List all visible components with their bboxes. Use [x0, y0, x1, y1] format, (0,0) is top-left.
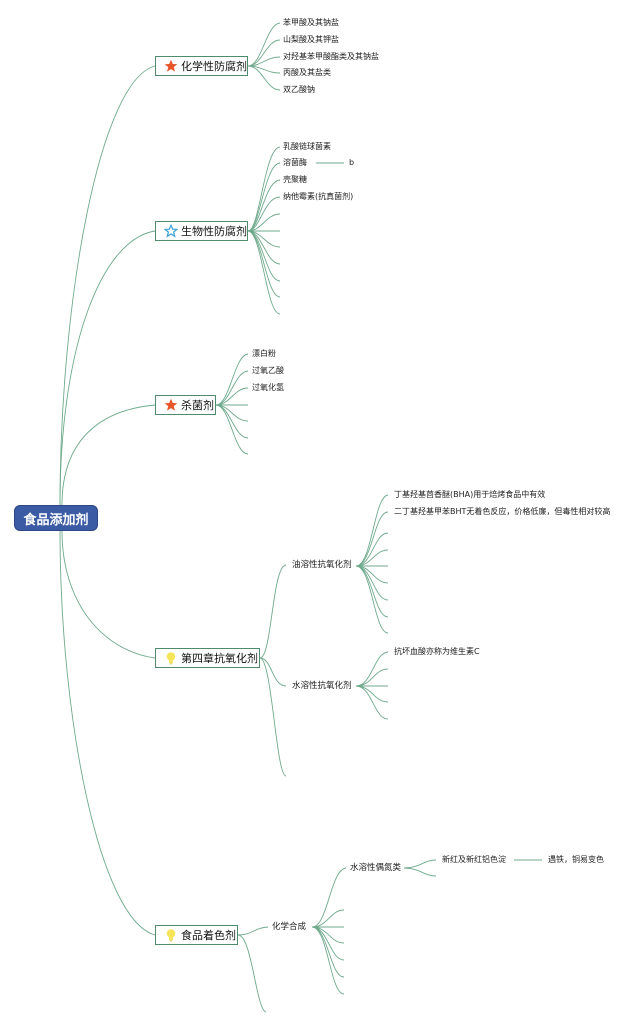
node-chem-synthesis[interactable]: 化学合成 [272, 922, 307, 932]
lightbulb-icon [164, 651, 178, 665]
node-sterilizers[interactable]: 杀菌剂 [155, 395, 216, 415]
lightbulb-icon [164, 928, 178, 942]
bio-item-2-sub[interactable]: b [349, 158, 355, 167]
node-steril-title: 杀菌剂 [181, 399, 214, 412]
bio-item-1[interactable]: 乳酸链球菌素 [283, 142, 331, 151]
bio-item-4[interactable]: 纳他霉素(抗真菌剂) [283, 192, 354, 201]
star-outline-icon [164, 224, 178, 238]
node-bio-preservatives[interactable]: 生物性防腐剂 [155, 221, 248, 241]
bio-item-2[interactable]: 溶菌酶 [283, 158, 307, 167]
steril-item-1[interactable]: 漂白粉 [252, 349, 276, 358]
chem-item-2[interactable]: 山梨酸及其钾盐 [283, 35, 339, 44]
star-filled-icon [164, 398, 178, 412]
node-colorants[interactable]: 食品着色剂 [155, 925, 238, 945]
azo-item-1[interactable]: 新红及新红铝色淀 [442, 855, 506, 864]
node-water-antioxidants[interactable]: 水溶性抗氧化剂 [292, 681, 352, 691]
node-bio-title: 生物性防腐剂 [181, 225, 247, 238]
steril-item-2[interactable]: 过氧乙酸 [252, 366, 284, 375]
node-anti-title: 第四章抗氧化剂 [181, 652, 258, 665]
azo-item-1-note[interactable]: 遇铁，铜易变色 [548, 855, 604, 864]
steril-item-3[interactable]: 过氧化氢 [252, 383, 284, 392]
node-antioxidants[interactable]: 第四章抗氧化剂 [155, 648, 260, 668]
connector-root-anti [61, 530, 156, 659]
chem-item-4[interactable]: 丙酸及其盐类 [283, 68, 331, 77]
bio-item-3[interactable]: 壳聚糖 [283, 175, 307, 184]
oil-item-1[interactable]: 丁基羟基茴香醚(BHA)用于焙烤食品中有效 [394, 490, 546, 499]
node-chem-preservatives[interactable]: 化学性防腐剂 [155, 56, 248, 76]
oil-item-2[interactable]: 二丁基羟基甲苯BHT无着色反应，价格低廉，但毒性相对较高 [394, 507, 611, 516]
chem-item-3[interactable]: 对羟基苯甲酸酯类及其钠盐 [283, 52, 379, 61]
chem-item-5[interactable]: 双乙酸钠 [283, 85, 315, 94]
node-chem-title: 化学性防腐剂 [181, 60, 247, 73]
node-oil-antioxidants[interactable]: 油溶性抗氧化剂 [292, 560, 352, 570]
node-water-azo[interactable]: 水溶性偶氮类 [350, 863, 402, 873]
connector-root-steril [61, 404, 156, 506]
star-filled-icon [164, 59, 178, 73]
connector-root-chem [59, 65, 156, 506]
connector-root-color [59, 530, 156, 936]
chem-item-1[interactable]: 苯甲酸及其钠盐 [283, 18, 339, 27]
node-color-title: 食品着色剂 [181, 929, 236, 942]
root-node[interactable]: 食品添加剂 [14, 505, 98, 531]
connector-root-bio [59, 230, 156, 506]
water-item-1[interactable]: 抗坏血酸亦称为维生素C [394, 647, 480, 656]
